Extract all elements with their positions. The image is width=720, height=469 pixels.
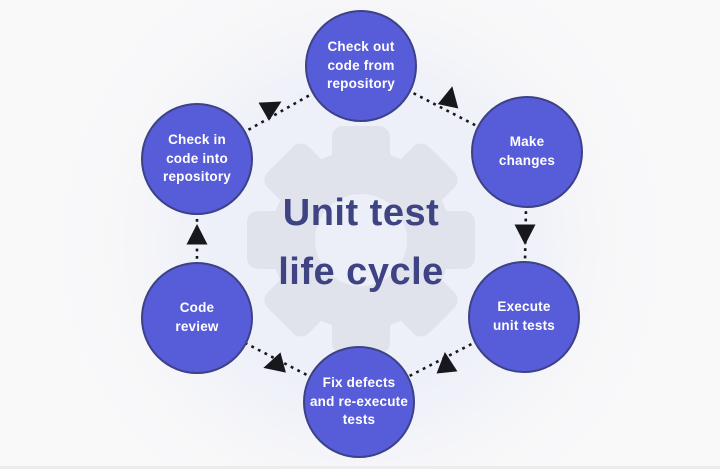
node-label: Make changes (498, 134, 556, 168)
node-check-in-code: Check in code into repository (141, 103, 253, 215)
diagram-title: Unit test life cycle (278, 192, 444, 293)
node-label: Check in code into repository (162, 132, 232, 185)
node-label: Fix defects and re-execute tests (309, 375, 409, 428)
node-make-changes: Make changes (471, 96, 583, 208)
node-label: Execute unit tests (492, 299, 555, 333)
arrowhead-to-fixdefects (436, 352, 458, 374)
arrowhead-to-checkin (186, 224, 208, 245)
node-check-out-code: Check out code from repository (305, 10, 417, 122)
arrowhead-to-makechanges (437, 86, 459, 109)
node-execute-unit-tests: Execute unit tests (468, 261, 580, 373)
node-fix-defects: Fix defects and re-execute tests (303, 346, 415, 458)
arrowhead-to-codereview (263, 352, 286, 373)
node-code-review: Code review (141, 262, 253, 374)
arrowhead-to-execute (514, 224, 536, 245)
node-label: Code review (175, 300, 219, 334)
arrowhead-to-checkout (258, 101, 282, 121)
node-label: Check out code from repository (326, 39, 396, 92)
